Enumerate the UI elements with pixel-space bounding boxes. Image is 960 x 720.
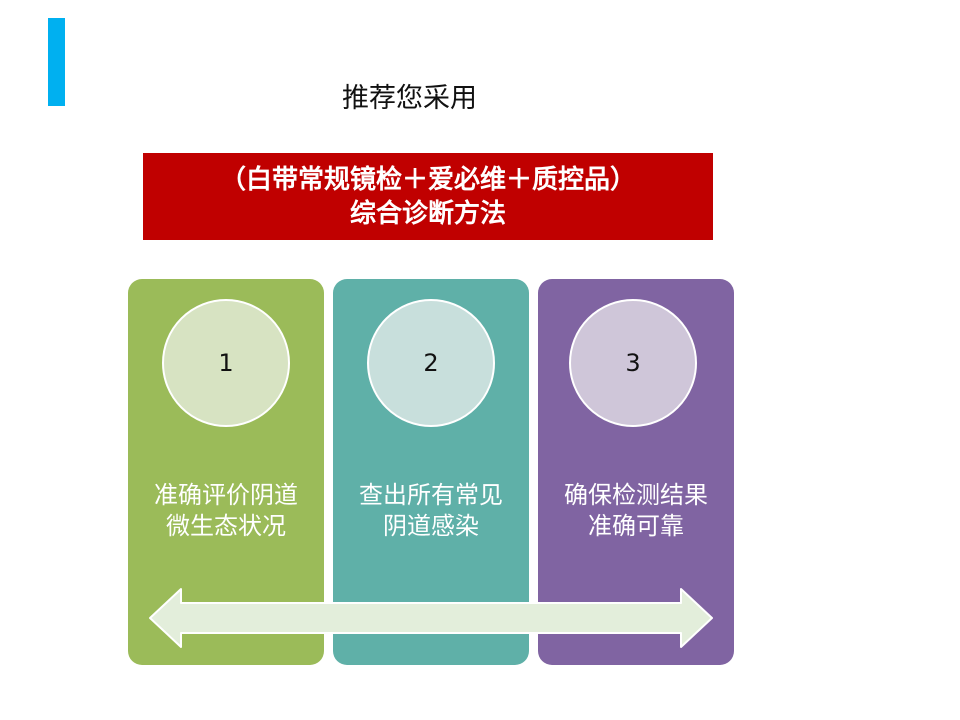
step-text-3: 确保检测结果 准确可靠: [538, 480, 734, 542]
step-3-line-1: 确保检测结果: [564, 481, 708, 509]
step-2-line-2: 阴道感染: [383, 512, 479, 540]
step-number-circle-1: 1: [162, 299, 290, 427]
method-banner: （白带常规镜检＋爱必维＋质控品） 综合诊断方法: [143, 153, 713, 240]
step-number-circle-3: 3: [569, 299, 697, 427]
step-1-line-2: 微生态状况: [166, 512, 286, 540]
step-number-1: 1: [218, 349, 234, 377]
step-text-2: 查出所有常见 阴道感染: [333, 480, 529, 542]
step-number-3: 3: [625, 349, 641, 377]
step-1-line-1: 准确评价阴道: [154, 481, 298, 509]
step-number-2: 2: [423, 349, 439, 377]
accent-bar: [48, 18, 65, 106]
step-number-circle-2: 2: [367, 299, 495, 427]
step-text-1: 准确评价阴道 微生态状况: [128, 480, 324, 542]
banner-line-2: 综合诊断方法: [349, 198, 506, 229]
step-2-line-1: 查出所有常见: [359, 481, 503, 509]
step-3-line-2: 准确可靠: [588, 512, 684, 540]
slide-title: 推荐您采用: [342, 83, 477, 114]
banner-line-1: （白带常规镜检＋爱必维＋质控品）: [219, 164, 636, 195]
